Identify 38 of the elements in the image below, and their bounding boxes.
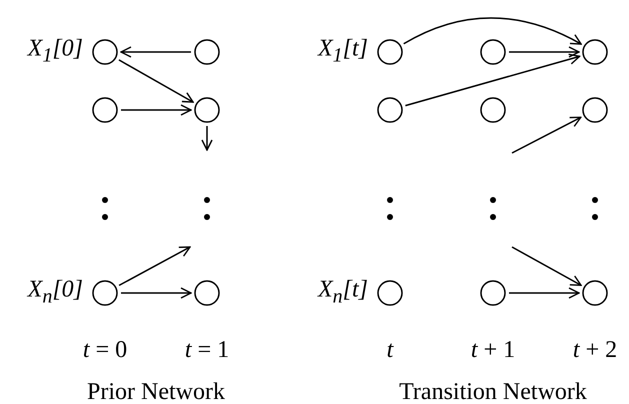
arrow	[201, 126, 213, 151]
panel-title: Prior Network	[87, 379, 225, 404]
variable-label: X$_{n}$[0]	[28, 276, 83, 310]
variable-node	[377, 280, 403, 306]
arrow	[512, 246, 582, 286]
variable-node	[582, 280, 608, 306]
variable-node	[194, 97, 220, 123]
variable-node	[480, 280, 506, 306]
axis-label: t = 1	[184, 337, 230, 363]
arrow	[121, 287, 192, 299]
arrow	[403, 17, 582, 45]
variable-label: X$_{n}$[t]	[318, 276, 368, 310]
arrow	[509, 46, 580, 58]
variable-node	[92, 97, 118, 123]
panel-title: Transition Network	[399, 379, 587, 404]
arrow	[405, 54, 580, 106]
variable-label: X$_{1}$[0]	[28, 36, 83, 68]
axis-label: t	[386, 337, 394, 363]
arrow	[121, 104, 192, 116]
variable-node	[582, 97, 608, 123]
variable-node	[582, 39, 608, 65]
variable-node	[480, 39, 506, 65]
variable-node	[92, 39, 118, 65]
variable-node	[194, 39, 220, 65]
variable-node	[377, 97, 403, 123]
arrow	[118, 59, 194, 103]
variable-node	[377, 39, 403, 65]
variable-node	[194, 280, 220, 306]
arrow	[512, 116, 582, 154]
variable-node	[92, 280, 118, 306]
axis-label: t + 2	[572, 337, 618, 363]
arrow	[118, 246, 191, 286]
variable-label: X$_{1}$[t]	[318, 36, 368, 68]
axis-label: t + 1	[470, 337, 516, 363]
arrow	[120, 46, 191, 58]
arrow	[509, 287, 580, 299]
axis-label: t = 0	[82, 337, 128, 363]
variable-node	[480, 97, 506, 123]
